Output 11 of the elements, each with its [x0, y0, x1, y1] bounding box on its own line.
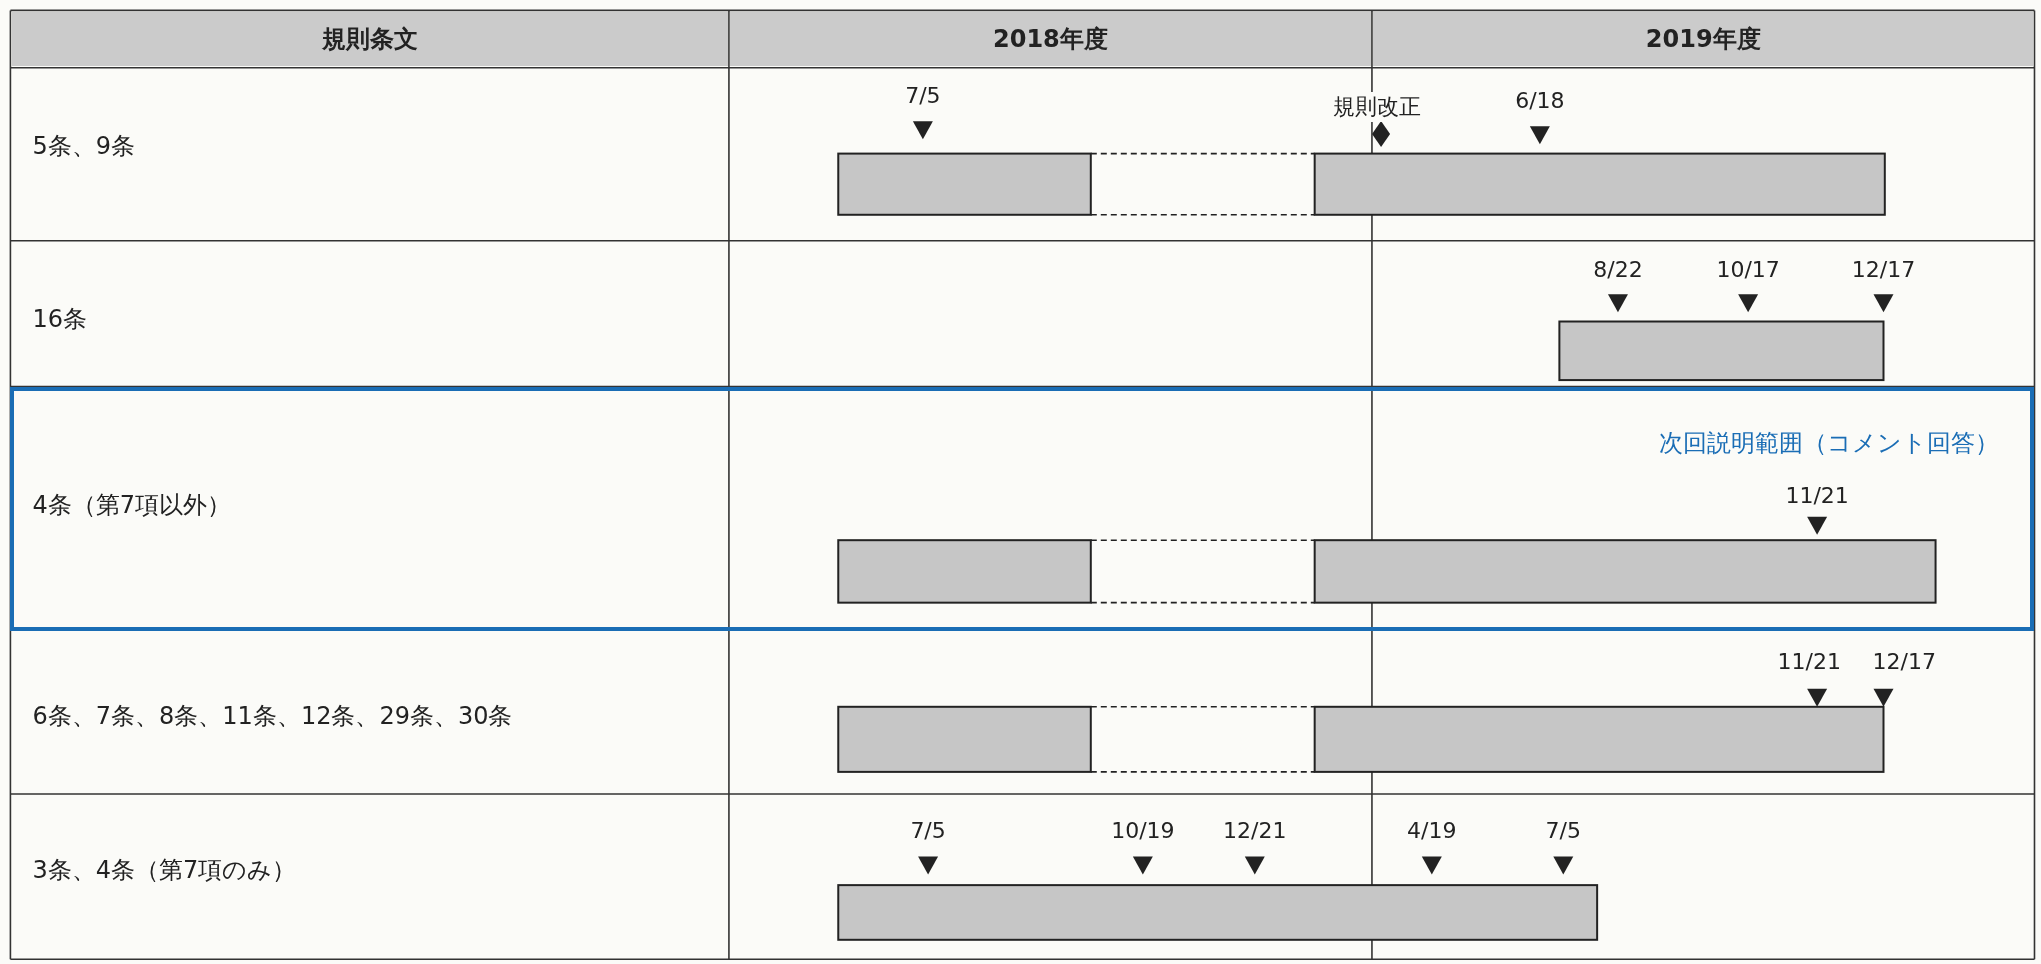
highlight-frame — [10, 386, 2035, 632]
header-cell: 2018年度 — [730, 11, 1371, 67]
note-text: 次回説明範囲（コメント回答） — [1659, 428, 2000, 459]
row-label: 16条 — [32, 303, 88, 335]
header-cell: 規則条文 — [11, 11, 728, 67]
row-label: 3条、4条（第7項のみ） — [32, 854, 297, 886]
row-label: 4条（第7項以外） — [32, 490, 232, 522]
header-cell: 2019年度 — [1373, 11, 2034, 67]
row-label: 5条、9条 — [32, 130, 136, 162]
row-label: 6条、7条、8条、11条、12条、29条、30条 — [32, 700, 513, 732]
date-label: 規則改正 — [1331, 91, 1424, 122]
